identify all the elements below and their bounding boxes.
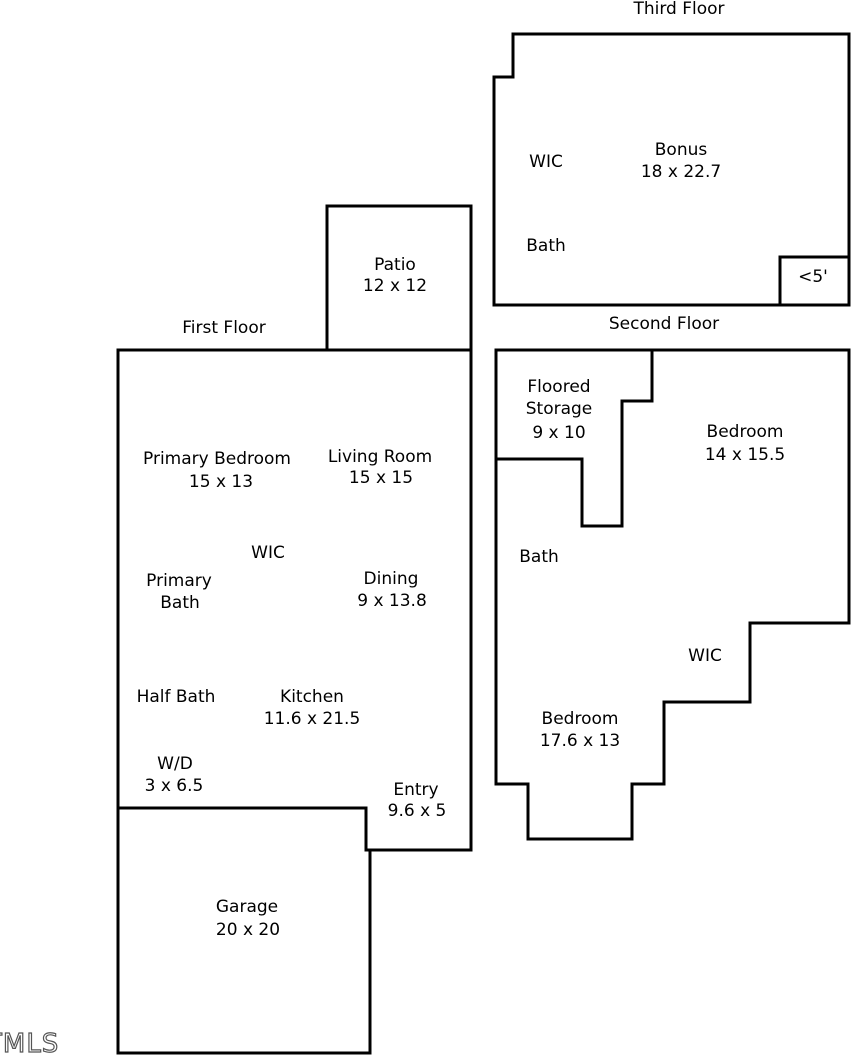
bedroom-lower-name: Bedroom <box>542 709 619 729</box>
third-floor-low-ceiling-box <box>778 255 849 305</box>
living-room-dims: 15 x 15 <box>349 468 413 488</box>
watermark-logo: TMLS <box>0 1029 59 1056</box>
dining-dims: 9 x 13.8 <box>357 591 427 611</box>
bonus-dims: 18 x 22.7 <box>641 162 721 182</box>
living-room-name: Living Room <box>328 447 432 467</box>
primary-bath-line1: Primary <box>146 571 212 591</box>
second-floor-title: Second Floor <box>609 314 719 334</box>
half-bath-label: Half Bath <box>137 687 216 707</box>
second-floor-outline <box>494 348 851 841</box>
primary-bedroom-name: Primary Bedroom <box>143 449 291 469</box>
third-wic-label: WIC <box>529 152 563 172</box>
bonus-name: Bonus <box>655 140 708 160</box>
first-wic-label: WIC <box>251 543 285 563</box>
entry-name: Entry <box>393 780 438 800</box>
bedroom-lower-dims: 17.6 x 13 <box>540 731 620 751</box>
entry-dims: 9.6 x 5 <box>388 801 447 821</box>
kitchen-dims: 11.6 x 21.5 <box>264 709 361 729</box>
garage-outline <box>116 806 372 1055</box>
garage-name: Garage <box>216 897 278 917</box>
patio-dims: 12 x 12 <box>363 276 427 296</box>
bedroom-upper-dims: 14 x 15.5 <box>705 445 785 465</box>
garage-dims: 20 x 20 <box>216 920 280 940</box>
patio-outline <box>325 204 473 350</box>
third-floor-title: Third Floor <box>632 0 724 19</box>
floored-storage-line1: Floored <box>527 377 590 397</box>
dining-name: Dining <box>364 569 419 589</box>
floored-storage-wall <box>496 350 654 528</box>
third-floor-outline <box>492 32 851 307</box>
low-ceiling-label: <5' <box>798 267 828 287</box>
primary-bedroom-dims: 15 x 13 <box>189 472 253 492</box>
third-bath-label: Bath <box>526 236 566 256</box>
second-bath-label: Bath <box>519 547 559 567</box>
wd-dims: 3 x 6.5 <box>145 776 204 796</box>
bedroom-upper-name: Bedroom <box>707 422 784 442</box>
kitchen-name: Kitchen <box>280 687 344 707</box>
floored-storage-line2: Storage <box>526 399 593 419</box>
floored-storage-dims: 9 x 10 <box>532 423 585 443</box>
second-wic-label: WIC <box>688 646 722 666</box>
first-floor-title: First Floor <box>182 318 265 338</box>
primary-bath-line2: Bath <box>160 593 200 613</box>
wd-name: W/D <box>157 754 193 774</box>
patio-name: Patio <box>374 255 416 275</box>
